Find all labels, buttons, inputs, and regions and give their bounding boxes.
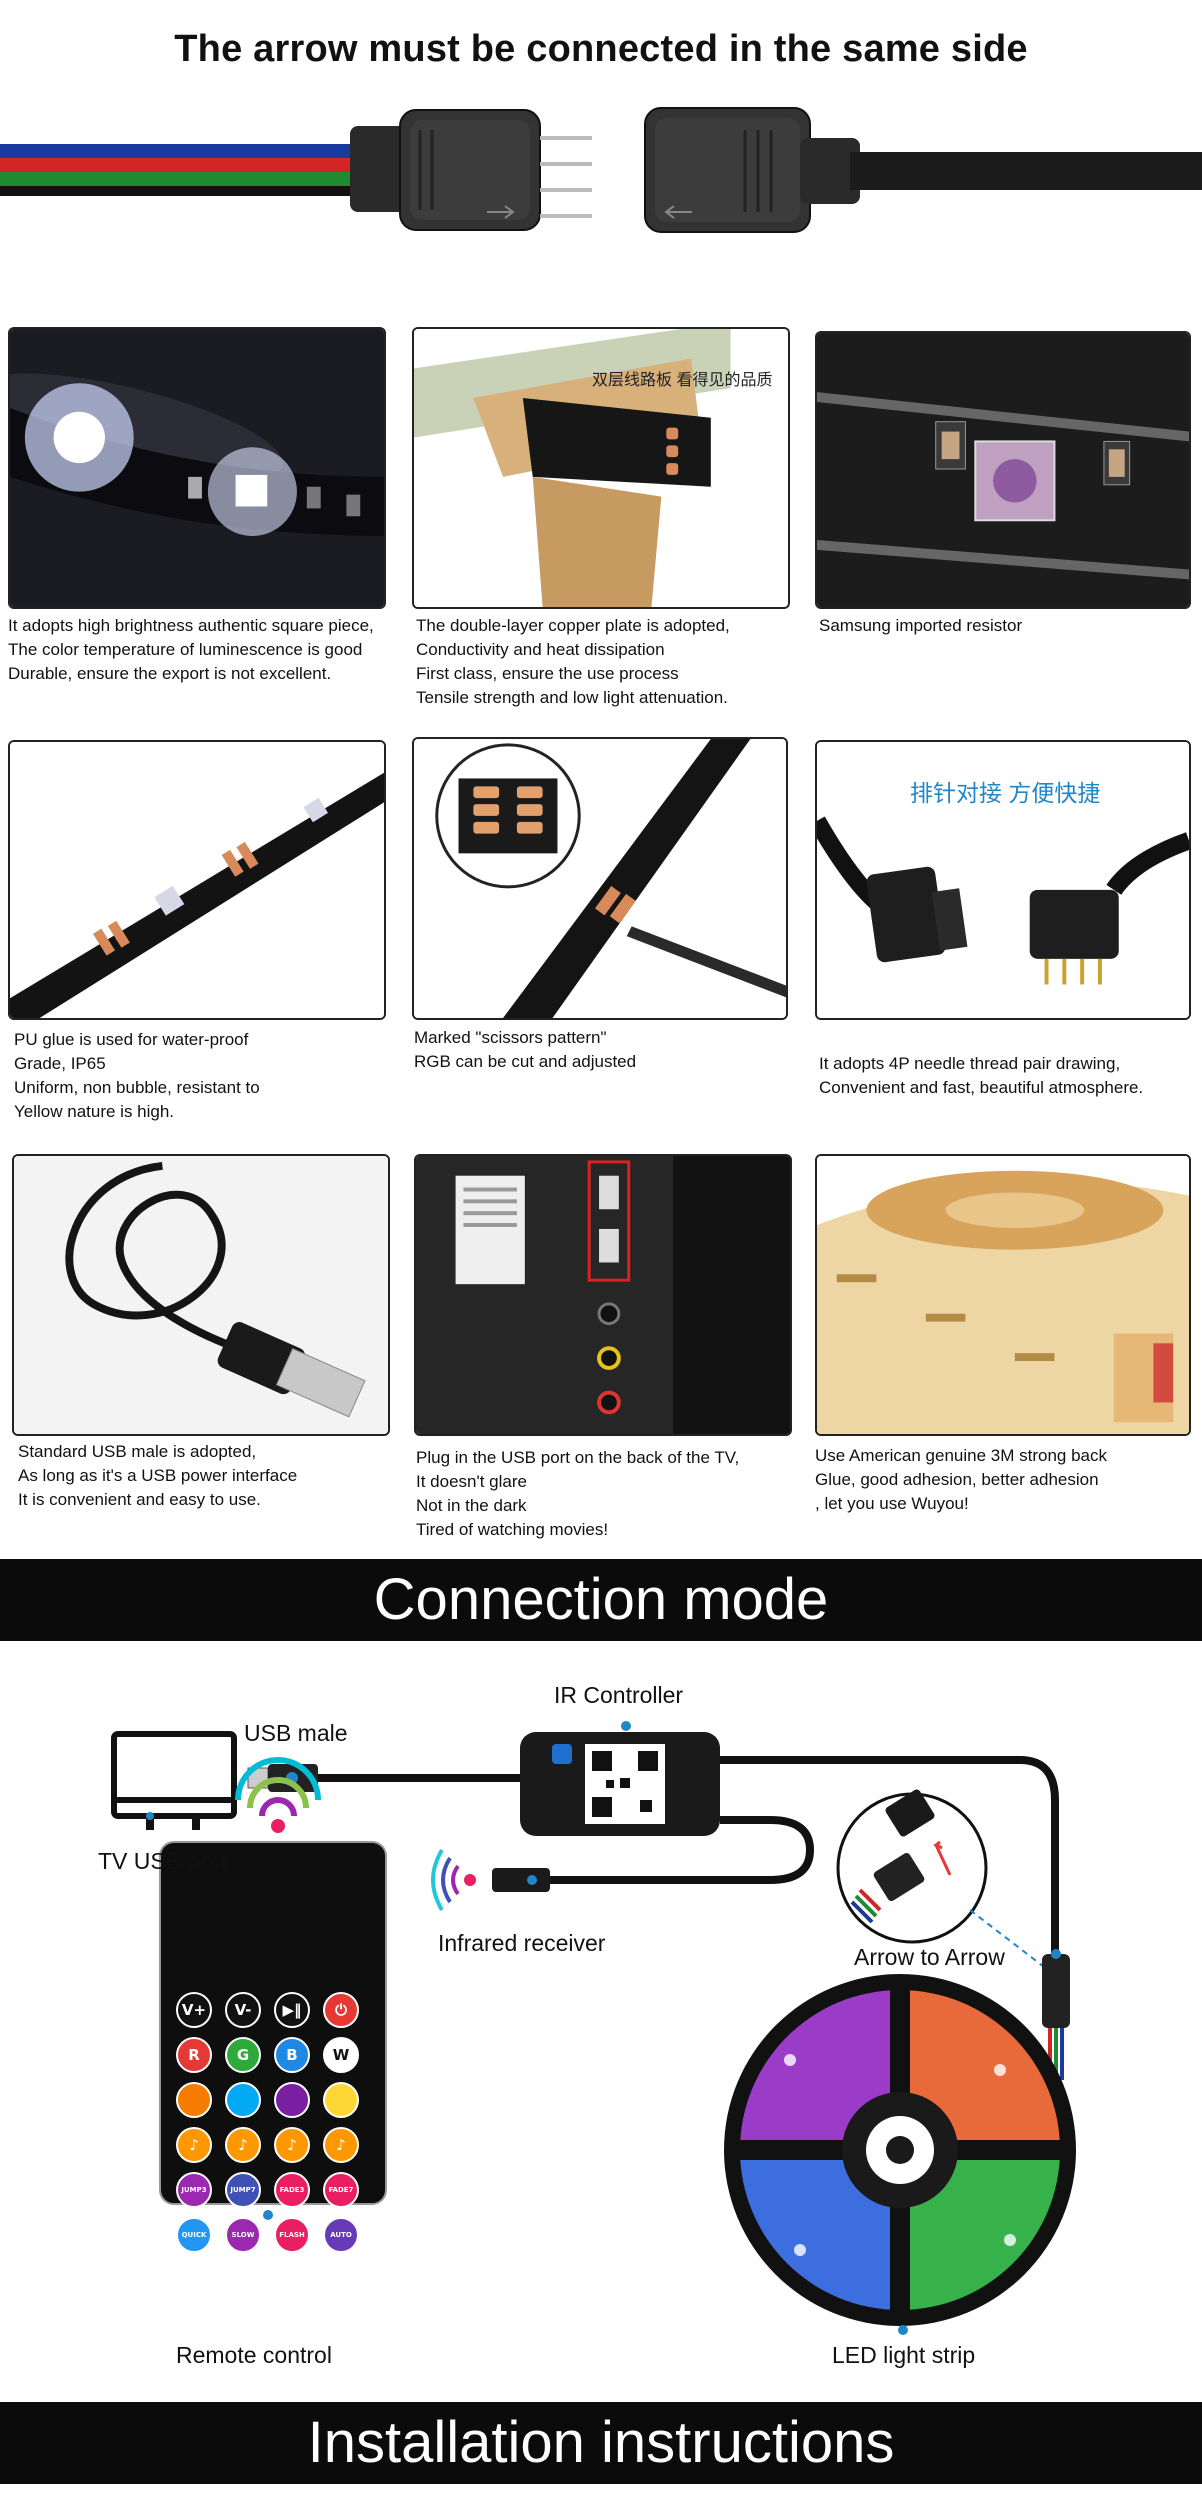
caption-line: Plug in the USB port on the back of the … bbox=[416, 1448, 740, 1467]
feature-overlay-text: 双层线路板 看得见的品质 bbox=[592, 372, 773, 389]
connection-mode-banner: Connection mode bbox=[0, 1559, 1202, 1641]
wireless-signal-icon bbox=[235, 1757, 321, 1833]
caption-line: Marked "scissors pattern" bbox=[414, 1028, 607, 1047]
feature-photo-waterproof bbox=[8, 740, 386, 1020]
remote-button[interactable]: G bbox=[225, 2037, 261, 2073]
label-infrared-receiver: Infrared receiver bbox=[438, 1930, 606, 1956]
remote-button[interactable]: JUMP3 bbox=[176, 2172, 212, 2208]
caption-line: It adopts high brightness authentic squa… bbox=[8, 616, 374, 635]
remote-button[interactable] bbox=[274, 2082, 310, 2118]
caption-line: The color temperature of luminescence is… bbox=[8, 640, 363, 659]
connection-diagram bbox=[111, 1721, 1076, 2335]
installation-instructions-banner: Installation instructions bbox=[0, 2402, 1202, 2484]
feature-photo-copper-plate bbox=[412, 327, 790, 609]
caption-line: Tensile strength and low light attenuati… bbox=[416, 688, 728, 707]
remote-button[interactable]: ⏻ bbox=[323, 1992, 359, 2028]
remote-button[interactable]: FADE3 bbox=[274, 2172, 310, 2208]
feature-photo-resistor bbox=[815, 331, 1191, 609]
caption-line: Conductivity and heat dissipation bbox=[416, 640, 665, 659]
feature-caption-resistor: Samsung imported resistor bbox=[819, 614, 1022, 638]
feature-caption-tv-usb: Plug in the USB port on the back of the … bbox=[416, 1446, 739, 1542]
remote-button[interactable]: V- bbox=[225, 1992, 261, 2028]
remote-button[interactable]: SLOW bbox=[225, 2217, 261, 2253]
remote-button[interactable]: AUTO bbox=[323, 2217, 359, 2253]
remote-button[interactable] bbox=[323, 2082, 359, 2118]
feature-photo-tv-usb bbox=[414, 1154, 792, 1436]
remote-button[interactable]: B bbox=[274, 2037, 310, 2073]
caption-line: As long as it's a USB power interface bbox=[18, 1466, 298, 1485]
label-led-strip: LED light strip bbox=[832, 2342, 976, 2368]
caption-line: It adopts 4P needle thread pair drawing, bbox=[819, 1054, 1121, 1073]
feature-photo-usb-male bbox=[12, 1154, 390, 1436]
remote-button[interactable]: ♪ bbox=[225, 2127, 261, 2163]
led-strip-reel-icon bbox=[724, 1974, 1076, 2335]
feature-caption-3m-tape: Use American genuine 3M strong back Glue… bbox=[815, 1444, 1107, 1516]
remote-button[interactable]: FLASH bbox=[274, 2217, 310, 2253]
remote-button[interactable]: JUMP7 bbox=[225, 2172, 261, 2208]
feature-photo-scissors bbox=[412, 737, 788, 1020]
tv-monitor-icon bbox=[111, 1731, 237, 1830]
feature-caption-brightness: It adopts high brightness authentic squa… bbox=[8, 614, 374, 686]
remote-button[interactable]: ♪ bbox=[323, 2127, 359, 2163]
label-tv-usb-port: TV USB port bbox=[98, 1848, 228, 1874]
remote-button[interactable]: FADE7 bbox=[323, 2172, 359, 2208]
caption-line: The double-layer copper plate is adopted… bbox=[416, 616, 730, 635]
feature-caption-waterproof: PU glue is used for water-proof Grade, I… bbox=[14, 1028, 260, 1124]
remote-button[interactable]: R bbox=[176, 2037, 212, 2073]
remote-button[interactable] bbox=[225, 2082, 261, 2118]
caption-line: First class, ensure the use process bbox=[416, 664, 679, 683]
feature-overlay-text: 排针对接 方便快捷 bbox=[910, 780, 1101, 806]
caption-line: Tired of watching movies! bbox=[416, 1520, 609, 1539]
ir-controller-icon bbox=[520, 1721, 720, 1836]
caption-line: Glue, good adhesion, better adhesion bbox=[815, 1470, 1099, 1489]
remote-button[interactable]: ♪ bbox=[274, 2127, 310, 2163]
remote-button[interactable]: ▶‖ bbox=[274, 1992, 310, 2028]
feature-photo-3m-tape bbox=[815, 1154, 1191, 1436]
caption-line: Use American genuine 3M strong back bbox=[815, 1446, 1107, 1465]
caption-line: Not in the dark bbox=[416, 1496, 527, 1515]
caption-line: Grade, IP65 bbox=[14, 1054, 106, 1073]
feature-caption-4p-connector: It adopts 4P needle thread pair drawing,… bbox=[819, 1052, 1143, 1100]
feature-caption-copper-plate: The double-layer copper plate is adopted… bbox=[416, 614, 730, 710]
remote-button[interactable] bbox=[176, 2082, 212, 2118]
label-remote-control: Remote control bbox=[176, 2342, 332, 2368]
feature-photo-4p-connector bbox=[815, 740, 1191, 1020]
caption-line: PU glue is used for water-proof bbox=[14, 1030, 249, 1049]
label-arrow-to-arrow: Arrow to Arrow bbox=[854, 1944, 1005, 1970]
infrared-waves-icon bbox=[431, 1848, 476, 1912]
feature-caption-scissors: Marked "scissors pattern" RGB can be cut… bbox=[414, 1026, 636, 1074]
caption-line: Uniform, non bubble, resistant to bbox=[14, 1078, 260, 1097]
remote-button[interactable]: ♪ bbox=[176, 2127, 212, 2163]
label-ir-controller: IR Controller bbox=[554, 1682, 684, 1708]
caption-line: Durable, ensure the export is not excell… bbox=[8, 664, 332, 683]
caption-line: Yellow nature is high. bbox=[14, 1102, 175, 1121]
caption-line: Standard USB male is adopted, bbox=[18, 1442, 257, 1461]
caption-line: RGB can be cut and adjusted bbox=[414, 1052, 637, 1071]
remote-button[interactable]: W bbox=[323, 2037, 359, 2073]
caption-line: Samsung imported resistor bbox=[819, 616, 1023, 635]
rgb-connector-illustration bbox=[0, 107, 1202, 233]
caption-line: It is convenient and easy to use. bbox=[18, 1490, 261, 1509]
arrow-to-arrow-inset-icon bbox=[836, 1789, 1049, 1971]
label-usb-male: USB male bbox=[244, 1720, 348, 1746]
caption-line: Convenient and fast, beautiful atmospher… bbox=[819, 1078, 1144, 1097]
page-title: The arrow must be connected in the same … bbox=[174, 28, 1028, 70]
caption-line: , let you use Wuyou! bbox=[815, 1494, 969, 1513]
remote-button[interactable]: QUICK bbox=[176, 2217, 212, 2253]
remote-button[interactable]: V+ bbox=[176, 1992, 212, 2028]
caption-line: It doesn't glare bbox=[416, 1472, 527, 1491]
feature-photo-brightness bbox=[8, 327, 386, 609]
feature-caption-usb-male: Standard USB male is adopted, As long as… bbox=[18, 1440, 297, 1512]
